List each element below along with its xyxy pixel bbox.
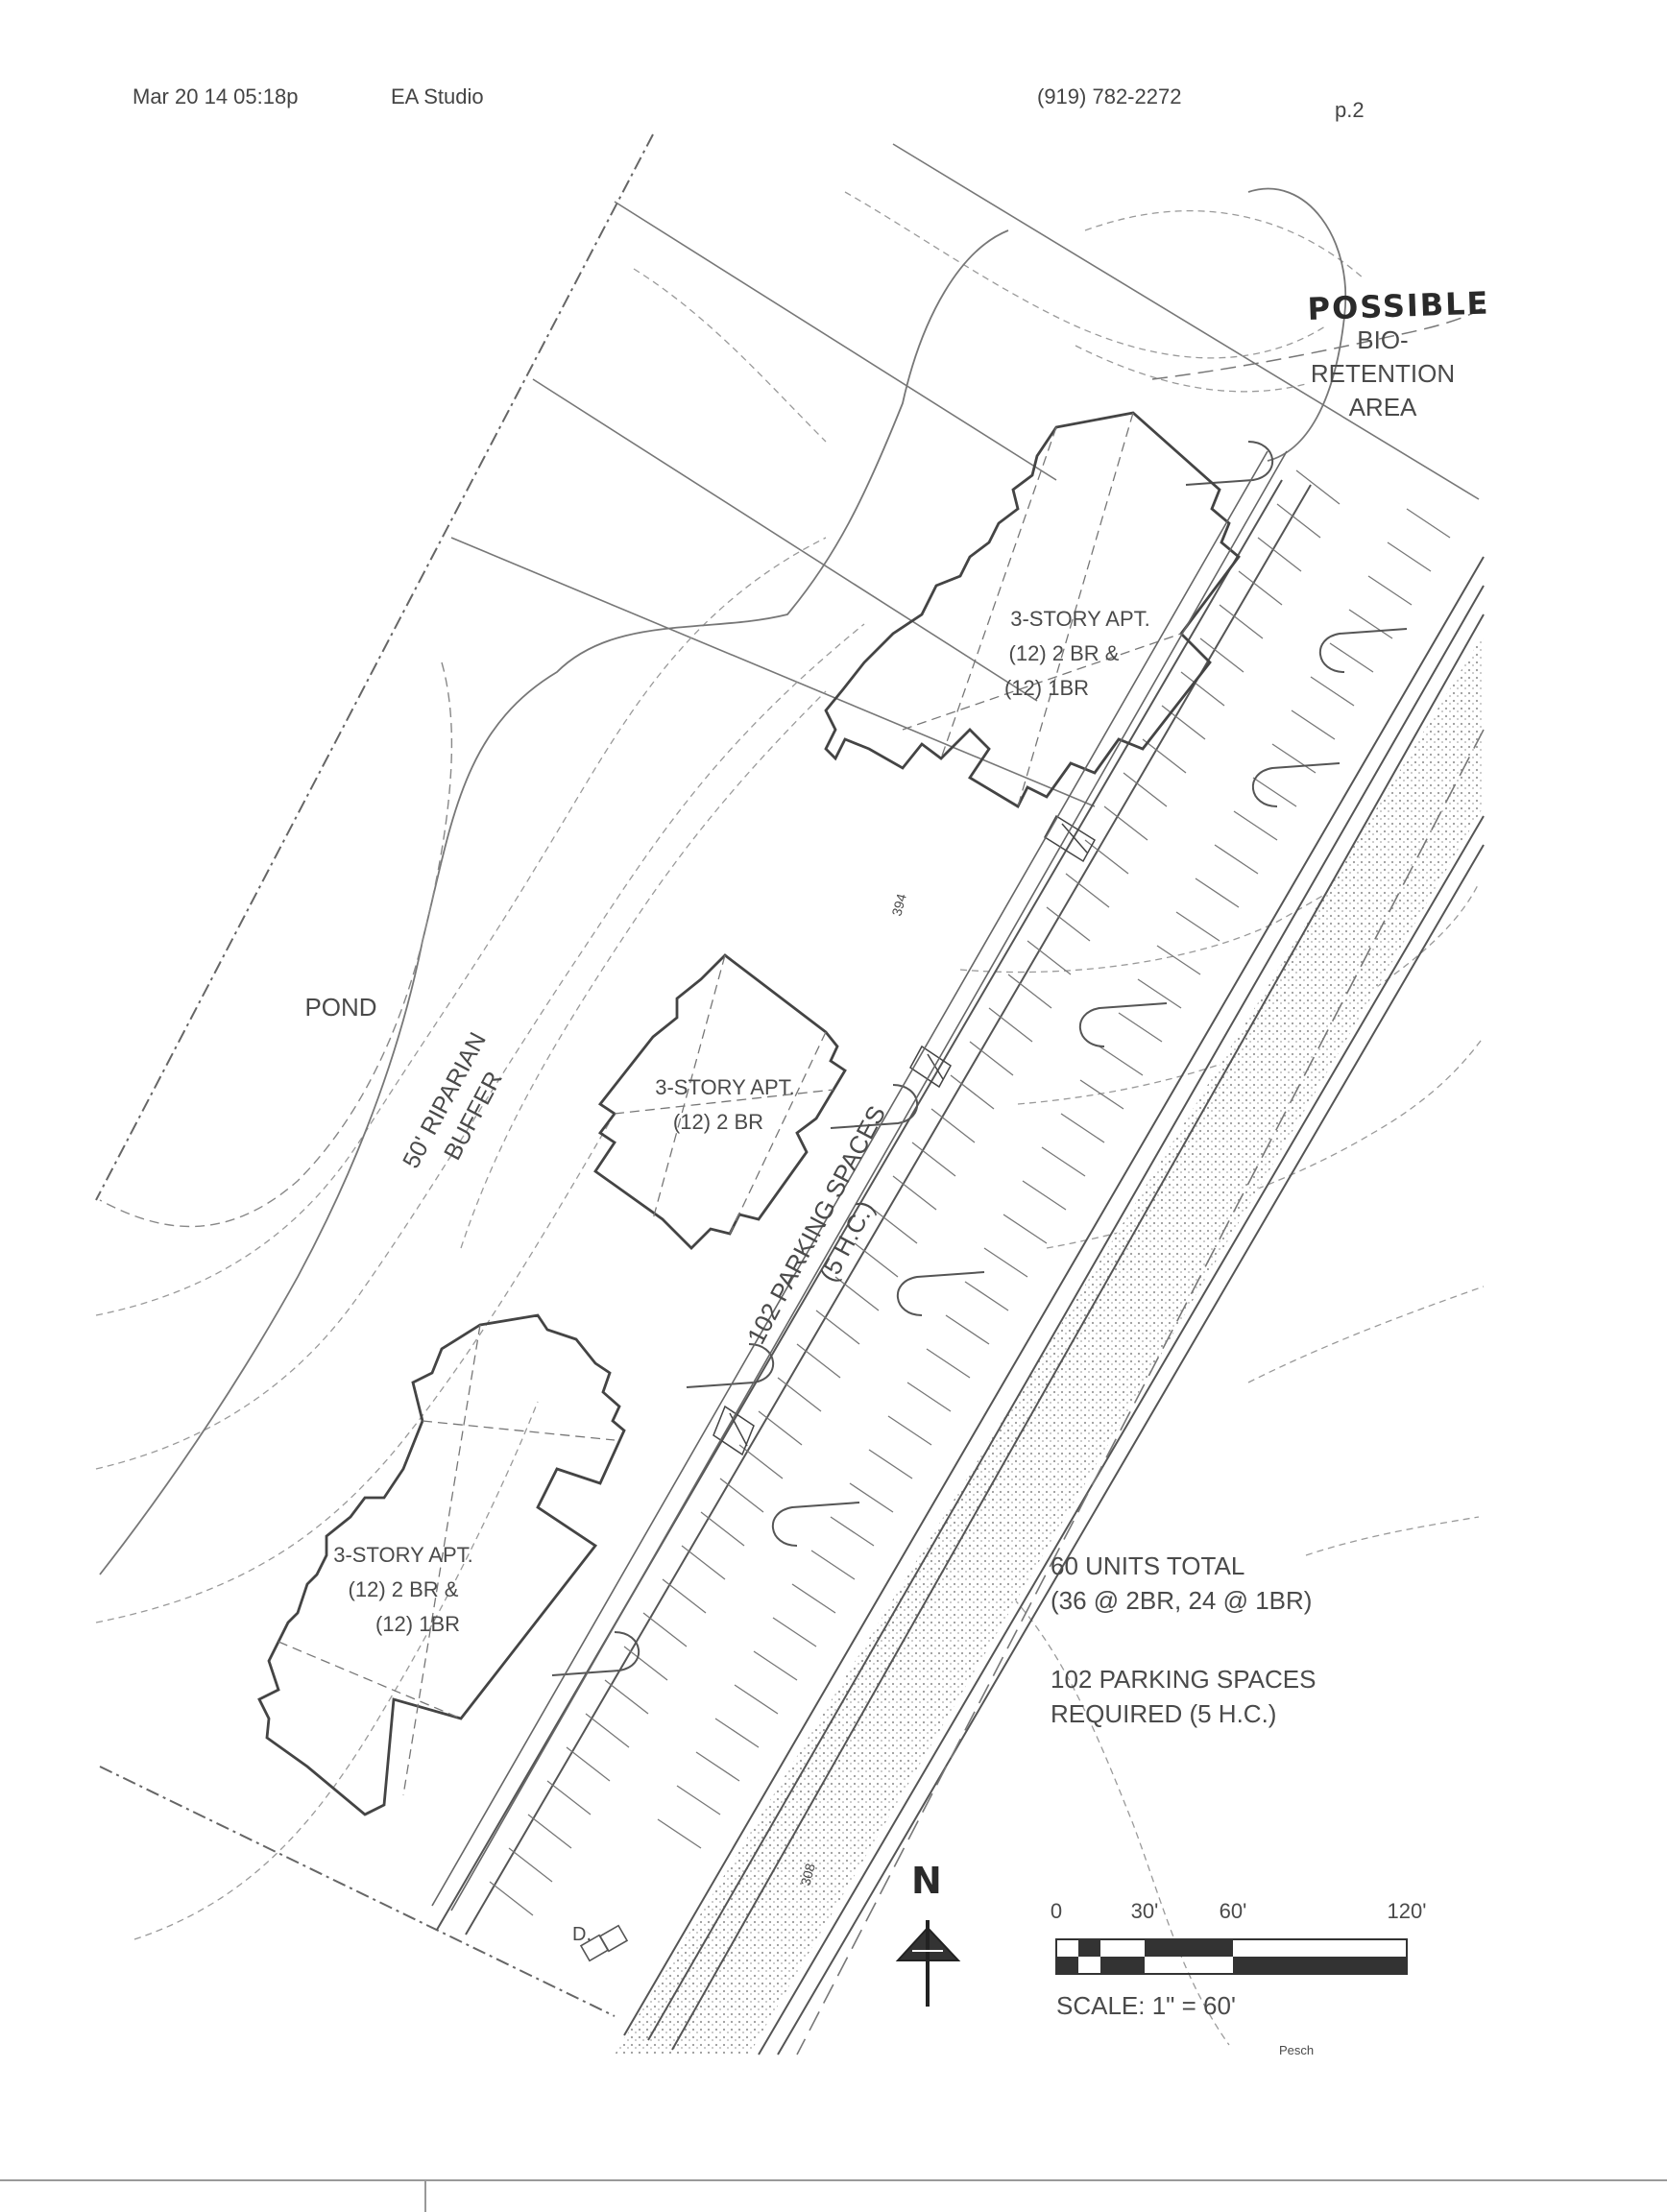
scale-tick-60: 60' [1220, 1899, 1247, 1923]
parking-islands [551, 441, 1408, 1676]
building-1-unit-line-1: (12) 2 BR & [1009, 641, 1120, 665]
pond-edge [99, 661, 453, 1228]
road-edges [436, 479, 1485, 2056]
scale-bar: 0 30' 60' 120' SCALE: 1" = 60' [1051, 1899, 1427, 2020]
property-boundary [95, 133, 654, 2017]
building-footprint-middle [593, 953, 847, 1250]
building-1-title: 3-STORY APT. [1010, 607, 1150, 631]
dumpster-pad [579, 1924, 629, 1962]
contour-lines [95, 191, 1485, 2046]
riparian-buffer-outline [99, 229, 1009, 1575]
building-2-title: 3-STORY APT. [655, 1075, 795, 1099]
parking-stalls [489, 469, 1451, 1916]
fax-phone: (919) 782-2272 [1037, 84, 1182, 108]
parking-required-label-1: 102 PARKING SPACES [1051, 1665, 1316, 1694]
bio-retention-outline [1247, 187, 1347, 462]
units-total-label: 60 UNITS TOTAL [1051, 1551, 1244, 1580]
building-3-title: 3-STORY APT. [333, 1543, 473, 1567]
building-2-unit-line-1: (12) 2 BR [673, 1110, 763, 1134]
scale-tick-30: 30' [1131, 1899, 1159, 1923]
parking-required-label-2: REQUIRED (5 H.C.) [1051, 1699, 1276, 1728]
dumpster-label: D. [572, 1924, 592, 1945]
bio-retention-label-3: AREA [1349, 393, 1417, 421]
lot-lines [450, 143, 1480, 807]
fax-sender: EA Studio [391, 84, 484, 108]
building-3-unit-line-2: (12) 1BR [375, 1612, 460, 1636]
road-centerline [796, 729, 1485, 2056]
signature-mark: Pesch [1279, 2043, 1314, 2057]
scale-tick-0: 0 [1051, 1899, 1062, 1923]
contour-label-394: 394 [888, 892, 909, 918]
contour-label-308: 308 [797, 1862, 818, 1887]
building-footprint-south [257, 1313, 626, 1816]
bio-retention-label-1: BIO- [1357, 325, 1408, 354]
building-divisions [278, 412, 1182, 1796]
scale-text: SCALE: 1" = 60' [1056, 1991, 1236, 2020]
building-footprints [257, 411, 1241, 1816]
bio-retention-dashed [1151, 306, 1485, 380]
pond-label: POND [304, 993, 376, 1022]
building-1-unit-line-2: (12) 1BR [1004, 676, 1089, 700]
road-stipple [615, 634, 1484, 2055]
units-breakdown-label: (36 @ 2BR, 24 @ 1BR) [1051, 1586, 1312, 1615]
building-footprint-north [824, 411, 1241, 808]
scale-tick-120: 120' [1388, 1899, 1427, 1923]
north-arrow-icon: N [895, 1860, 961, 2007]
page-bottom-rule [0, 2179, 1667, 2181]
drive-curbs [431, 450, 1288, 1911]
fax-page-number: p.2 [1335, 98, 1365, 122]
building-3-unit-line-1: (12) 2 BR & [349, 1577, 459, 1601]
north-arrow-label: N [911, 1860, 944, 1902]
bio-retention-label-2: RETENTION [1311, 359, 1455, 388]
fax-timestamp: Mar 20 14 05:18p [133, 84, 299, 108]
page-bottom-tick [424, 2179, 426, 2212]
possible-label: POSSIBLE [1307, 284, 1490, 327]
